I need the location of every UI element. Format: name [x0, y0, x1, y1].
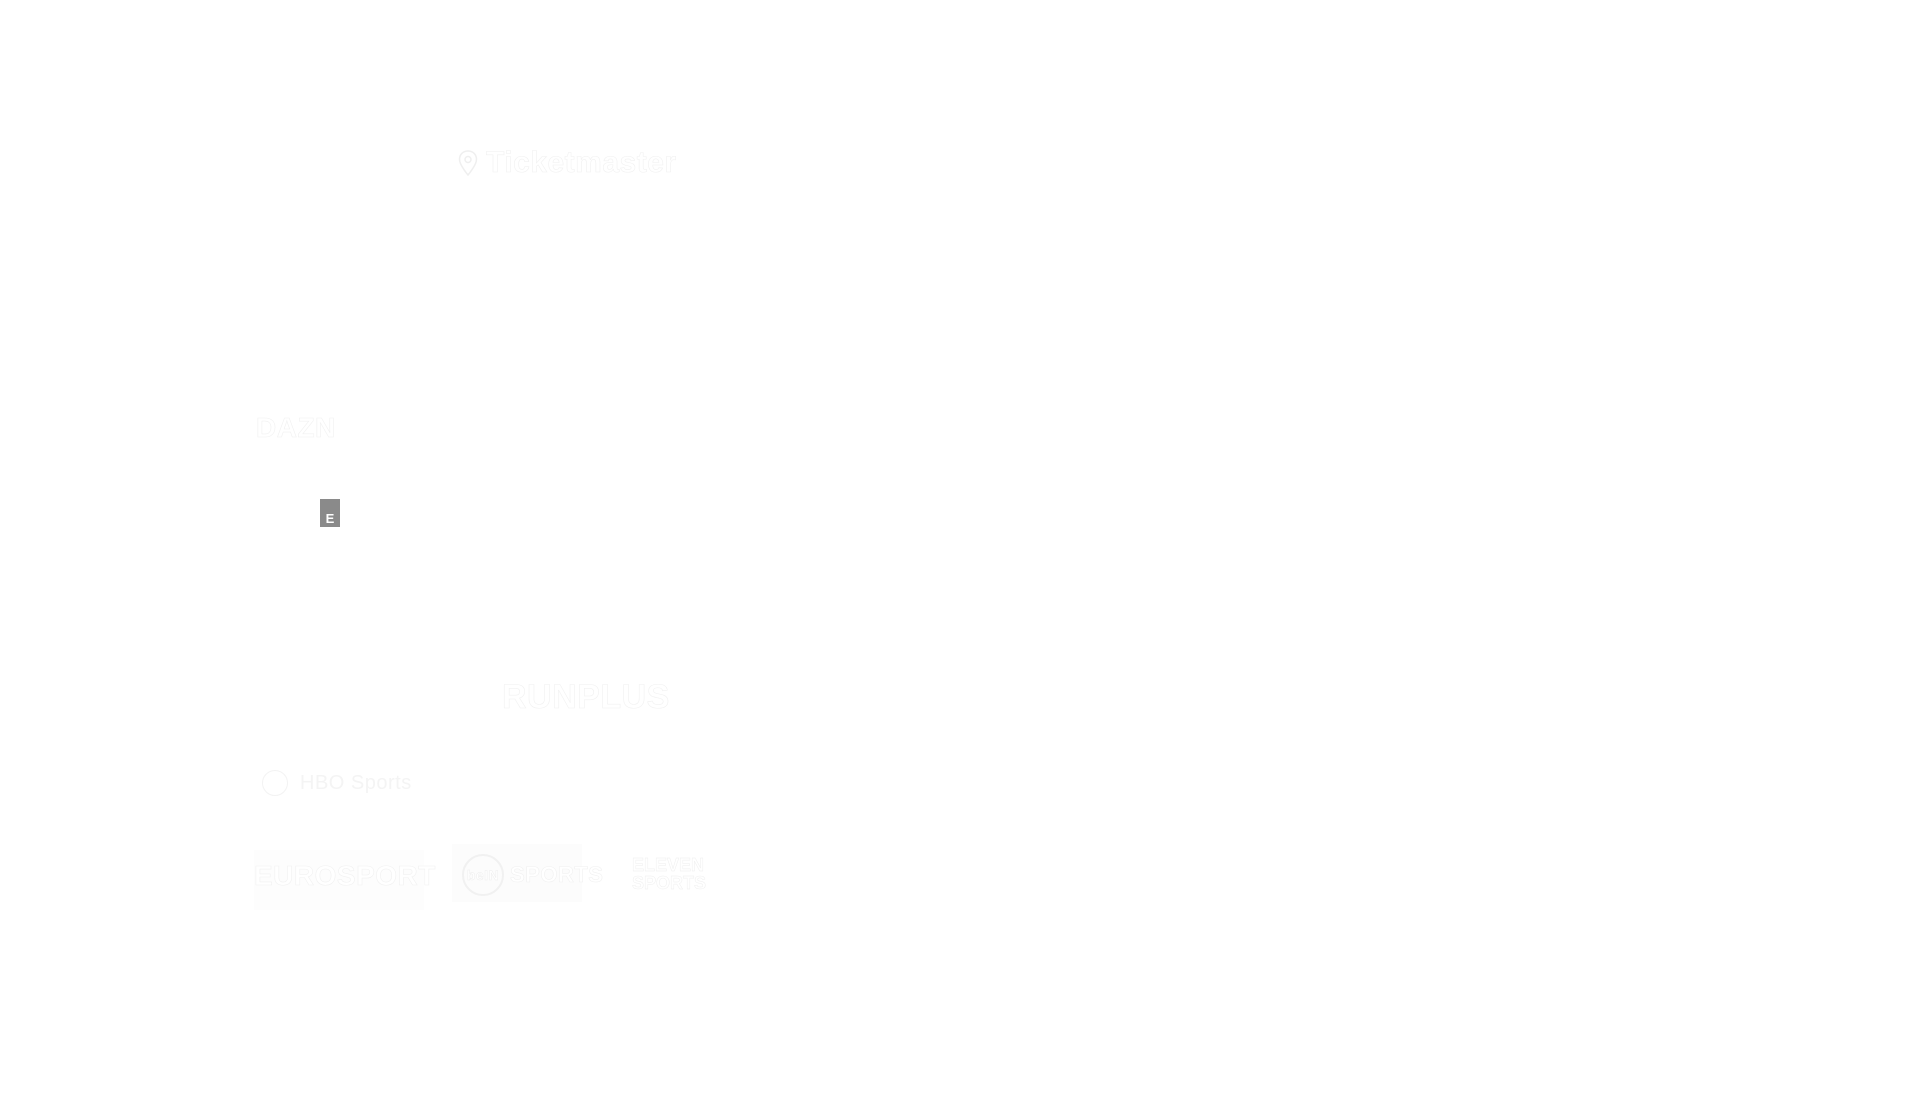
- logo-mark-label: DAZN: [256, 412, 336, 444]
- logo-eurosport: EUROSPORT: [254, 860, 436, 892]
- circle-icon: [262, 770, 288, 796]
- logo-eurosport-label: EUROSPORT: [254, 860, 436, 892]
- logo-bein-sports: beIN SPORTS: [462, 854, 603, 896]
- bein-badge-label: beIN: [466, 867, 500, 884]
- grey-tile-icon: E: [320, 499, 340, 527]
- logo-hbo-label: HBO Sports: [300, 771, 412, 794]
- logo-hbo: HBO Sports: [262, 770, 412, 796]
- logo-center: RUNPLUS: [502, 678, 670, 717]
- logo-bein-label: SPORTS: [510, 862, 604, 888]
- logo-mark: DAZN: [256, 412, 336, 444]
- bein-badge-icon: beIN: [462, 854, 504, 896]
- location-pin-icon: [458, 150, 478, 176]
- logo-top-label: Ticketmaster: [486, 146, 677, 180]
- eurosport-backdrop: [254, 850, 424, 910]
- logo-stack: ELEVEN SPORTS: [632, 855, 707, 893]
- grey-tile-label: E: [325, 511, 335, 526]
- logo-stack-top: ELEVEN: [632, 855, 705, 875]
- logo-stack-bottom: SPORTS: [632, 873, 707, 893]
- logo-top: Ticketmaster: [458, 146, 677, 180]
- logo-center-label: RUNPLUS: [502, 678, 670, 717]
